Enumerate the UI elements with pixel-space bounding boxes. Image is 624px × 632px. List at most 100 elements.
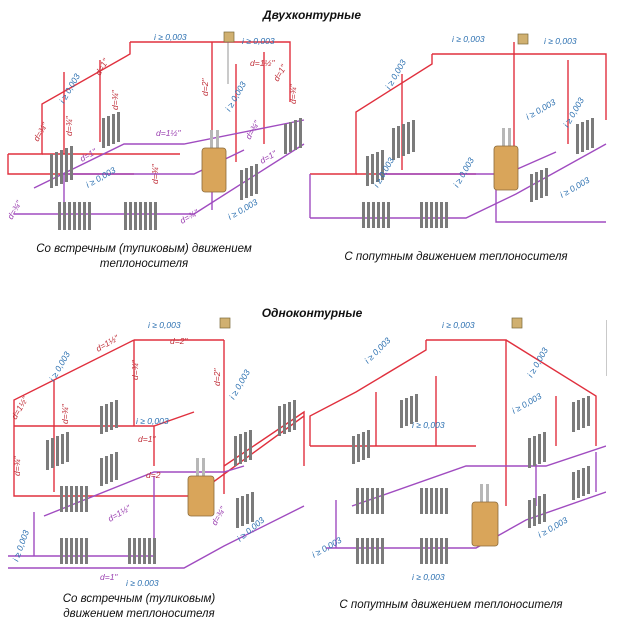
pipe-diameter-label: d=¾" (31, 120, 50, 143)
caption-line: Со встречным (туликовым) (62, 593, 216, 605)
diagram-double-parallel: i ≥ 0,003 i ≥ 0,003 i ≥ 0,003 i ≥ 0,003 … (309, 33, 607, 228)
radiator-icon (356, 488, 384, 514)
slope-label: i ≥ 0,003 (47, 350, 72, 383)
radiator-icon (128, 538, 156, 564)
caption-double-parallel: С попутным движением теплоносителя (344, 251, 568, 263)
caption-line: Со встречным (тупиковым) движением (36, 243, 252, 255)
radiator-icon (60, 486, 88, 512)
radiator-icon (50, 146, 73, 188)
caption-single-parallel: С попутным движением теплоносителя (339, 599, 563, 611)
radiator-icon (236, 492, 254, 528)
pipe-diameter-label: d=¾" (178, 207, 201, 226)
slope-label: i ≥ 0,003 (226, 197, 259, 222)
pipe-diameter-label: d=1½" (156, 128, 182, 138)
slope-label: i ≥ 0,003 (412, 420, 445, 430)
chimney-vent-icon (511, 317, 523, 329)
slope-label: i ≥ 0,003 (84, 165, 117, 190)
radiator-icon (576, 118, 594, 154)
boiler-icon (187, 458, 215, 517)
diagram-double-dead-end: i ≥ 0,003 i ≥ 0,003 i ≥ 0,003 i ≥ 0,003 … (5, 31, 305, 230)
slope-label: i ≥ 0,003 (57, 72, 82, 105)
radiator-icon (60, 538, 88, 564)
radiator-icon (278, 400, 296, 436)
slope-label: i ≥ 0,003 (524, 97, 557, 122)
radiator-icon (356, 538, 384, 564)
pipe-diameter-label: d=1" (100, 572, 118, 582)
slope-label: i ≥ 0,003 (126, 578, 159, 586)
radiator-icon (352, 430, 370, 464)
radiator-icon (284, 118, 302, 154)
slope-label: i ≥ 0,003 (452, 34, 485, 44)
radiator-icon (362, 202, 390, 228)
diagram-single-parallel: i ≥ 0,003 i ≥ 0,003 i ≥ 0,003 i ≥ 0,003 … (309, 317, 606, 582)
slope-label: i ≥ 0,003 (154, 32, 187, 42)
radiator-icon (528, 494, 546, 528)
pipe-diameter-label: d=¾" (110, 89, 120, 110)
radiator-icon (420, 538, 448, 564)
slope-label: i ≥ 0,003 (371, 156, 396, 189)
radiator-icon (392, 120, 415, 160)
pipe-diameter-label: d=2" (212, 368, 222, 386)
caption-line: движением теплоносителя (63, 608, 215, 620)
pipe-diameter-label: d=2" (170, 336, 188, 346)
slope-label: i ≥ 0,003 (227, 368, 252, 401)
pipe-diameter-label: d=¾" (130, 359, 140, 380)
diagram-single-dead-end: i ≥ 0,003 d=2" i ≥ 0,003 d=1½" d=¾" d=2"… (8, 317, 305, 586)
heading-single-circuit: Одноконтурные (261, 306, 363, 320)
pipe-diameter-label: d=¾" (5, 198, 24, 221)
slope-label: i ≥ 0,003 (412, 572, 445, 582)
slope-label: i ≥ 0,003 (544, 36, 577, 46)
radiator-icon (528, 432, 546, 468)
slope-label: i ≥ 0,003 (510, 391, 543, 416)
radiator-icon (58, 202, 91, 230)
pipe-diameter-label: d=1½" (94, 332, 121, 353)
pipe-diameter-label: d=¾" (150, 163, 160, 184)
pipe-diameter-label: d=1½" (9, 394, 30, 421)
slope-label: i ≥ 0,003 (10, 528, 31, 562)
boiler-icon (471, 484, 499, 547)
radiator-icon (234, 430, 252, 466)
pipe-diameter-label: d=1" (258, 148, 279, 166)
pipe-diameter-label: d=1½" (250, 58, 276, 68)
pipe-diameter-label: d=¾" (64, 115, 74, 136)
radiator-icon (572, 396, 590, 432)
pipe-diameter-label: d=¾" (288, 83, 298, 104)
radiator-icon (572, 466, 590, 500)
slope-label: i ≥ 0,003 (148, 320, 181, 330)
pipe-diameter-label: d=¾" (60, 403, 70, 424)
radiator-icon (46, 432, 69, 470)
radiator-icon (420, 202, 448, 228)
heading-double-circuit: Двухконтурные (262, 8, 362, 22)
slope-label: i ≥ 0,003 (235, 515, 267, 544)
chimney-vent-icon (219, 317, 231, 329)
radiator-icon (530, 168, 548, 202)
radiator-icon (102, 112, 120, 148)
slope-label: i ≥ 0,003 (536, 515, 569, 540)
chimney-vent-icon (223, 31, 235, 84)
radiator-icon (124, 202, 157, 230)
boiler-icon (493, 128, 519, 191)
caption-double-dead-end: Со встречным (тупиковым) движением тепло… (4, 242, 284, 272)
radiator-icon (100, 452, 118, 486)
pipe-diameter-label: d=1" (138, 434, 156, 444)
radiator-icon (400, 394, 418, 428)
radiator-icon (100, 400, 118, 434)
pipe-diameter-label: d=2 (146, 470, 161, 480)
slope-label: i ≥ 0,003 (242, 36, 275, 46)
caption-single-dead-end: Со встречным (туликовым) движением тепло… (4, 592, 274, 622)
slope-label: i ≥ 0,003 (451, 156, 476, 189)
pipe-diameter-label: d=1½" (106, 502, 133, 523)
boiler-icon (201, 130, 227, 193)
divider (606, 320, 607, 376)
chimney-vent-icon (517, 33, 529, 45)
pipe-diameter-label: d=2" (200, 78, 210, 96)
radiator-icon (240, 164, 258, 200)
slope-label: i ≥ 0,003 (558, 175, 591, 200)
radiator-icon (366, 150, 384, 186)
slope-label: i ≥ 0,003 (383, 58, 408, 91)
slope-label: i ≥ 0,003 (442, 320, 475, 330)
caption-line: теплоносителя (99, 258, 189, 270)
slope-label: i ≥ 0,003 (136, 416, 169, 426)
slope-label: i ≥ 0,003 (525, 346, 550, 379)
radiator-icon (420, 488, 448, 514)
